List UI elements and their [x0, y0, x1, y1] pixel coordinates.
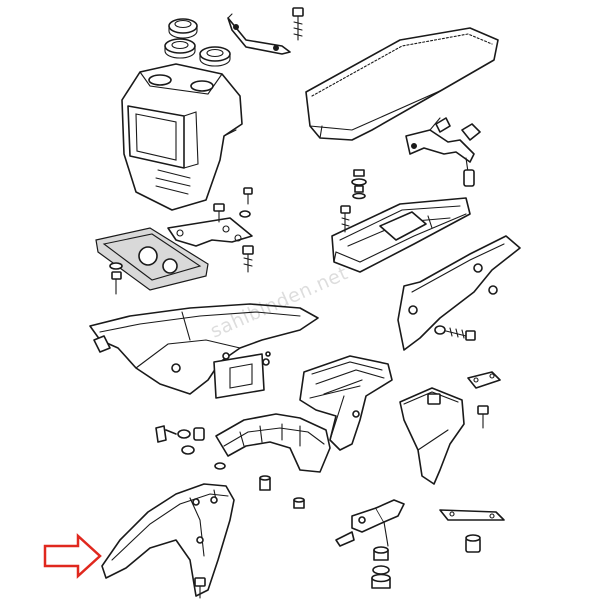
seat-latch — [405, 117, 481, 187]
instrument-plate — [95, 227, 209, 291]
side-panel-right — [397, 235, 521, 351]
mounting-bar-right — [439, 509, 505, 521]
grommet-right — [199, 46, 231, 67]
grommet-top — [168, 18, 198, 39]
screw-left — [109, 262, 123, 295]
seat — [305, 27, 499, 141]
rivets-subframe — [222, 351, 271, 366]
washers-center — [214, 462, 305, 509]
nut-stack-center — [351, 169, 367, 200]
mounting-plate — [167, 217, 253, 247]
bracket-bottom-center — [335, 499, 405, 547]
screws-mid — [213, 187, 254, 273]
subframe — [89, 303, 319, 399]
battery-tray — [331, 197, 471, 273]
headlight-fairing — [121, 63, 243, 211]
clip-left — [155, 425, 205, 455]
connector-right — [467, 371, 501, 389]
front-mudguard — [101, 483, 235, 597]
pointer-arrow — [43, 533, 102, 579]
top-bolt — [292, 7, 304, 41]
bolt-small-right — [477, 405, 489, 429]
bolt-right — [434, 325, 476, 341]
grommet-left — [164, 38, 196, 59]
bolt-center — [340, 205, 351, 233]
luggage-rack — [299, 355, 393, 451]
nut-stack-bottom — [371, 546, 391, 589]
bolt-bottom-left — [194, 577, 206, 599]
rear-mudguard — [215, 413, 331, 473]
spacer-right — [465, 534, 481, 553]
top-bracket — [227, 13, 291, 55]
fender-bracket-right — [399, 387, 465, 485]
